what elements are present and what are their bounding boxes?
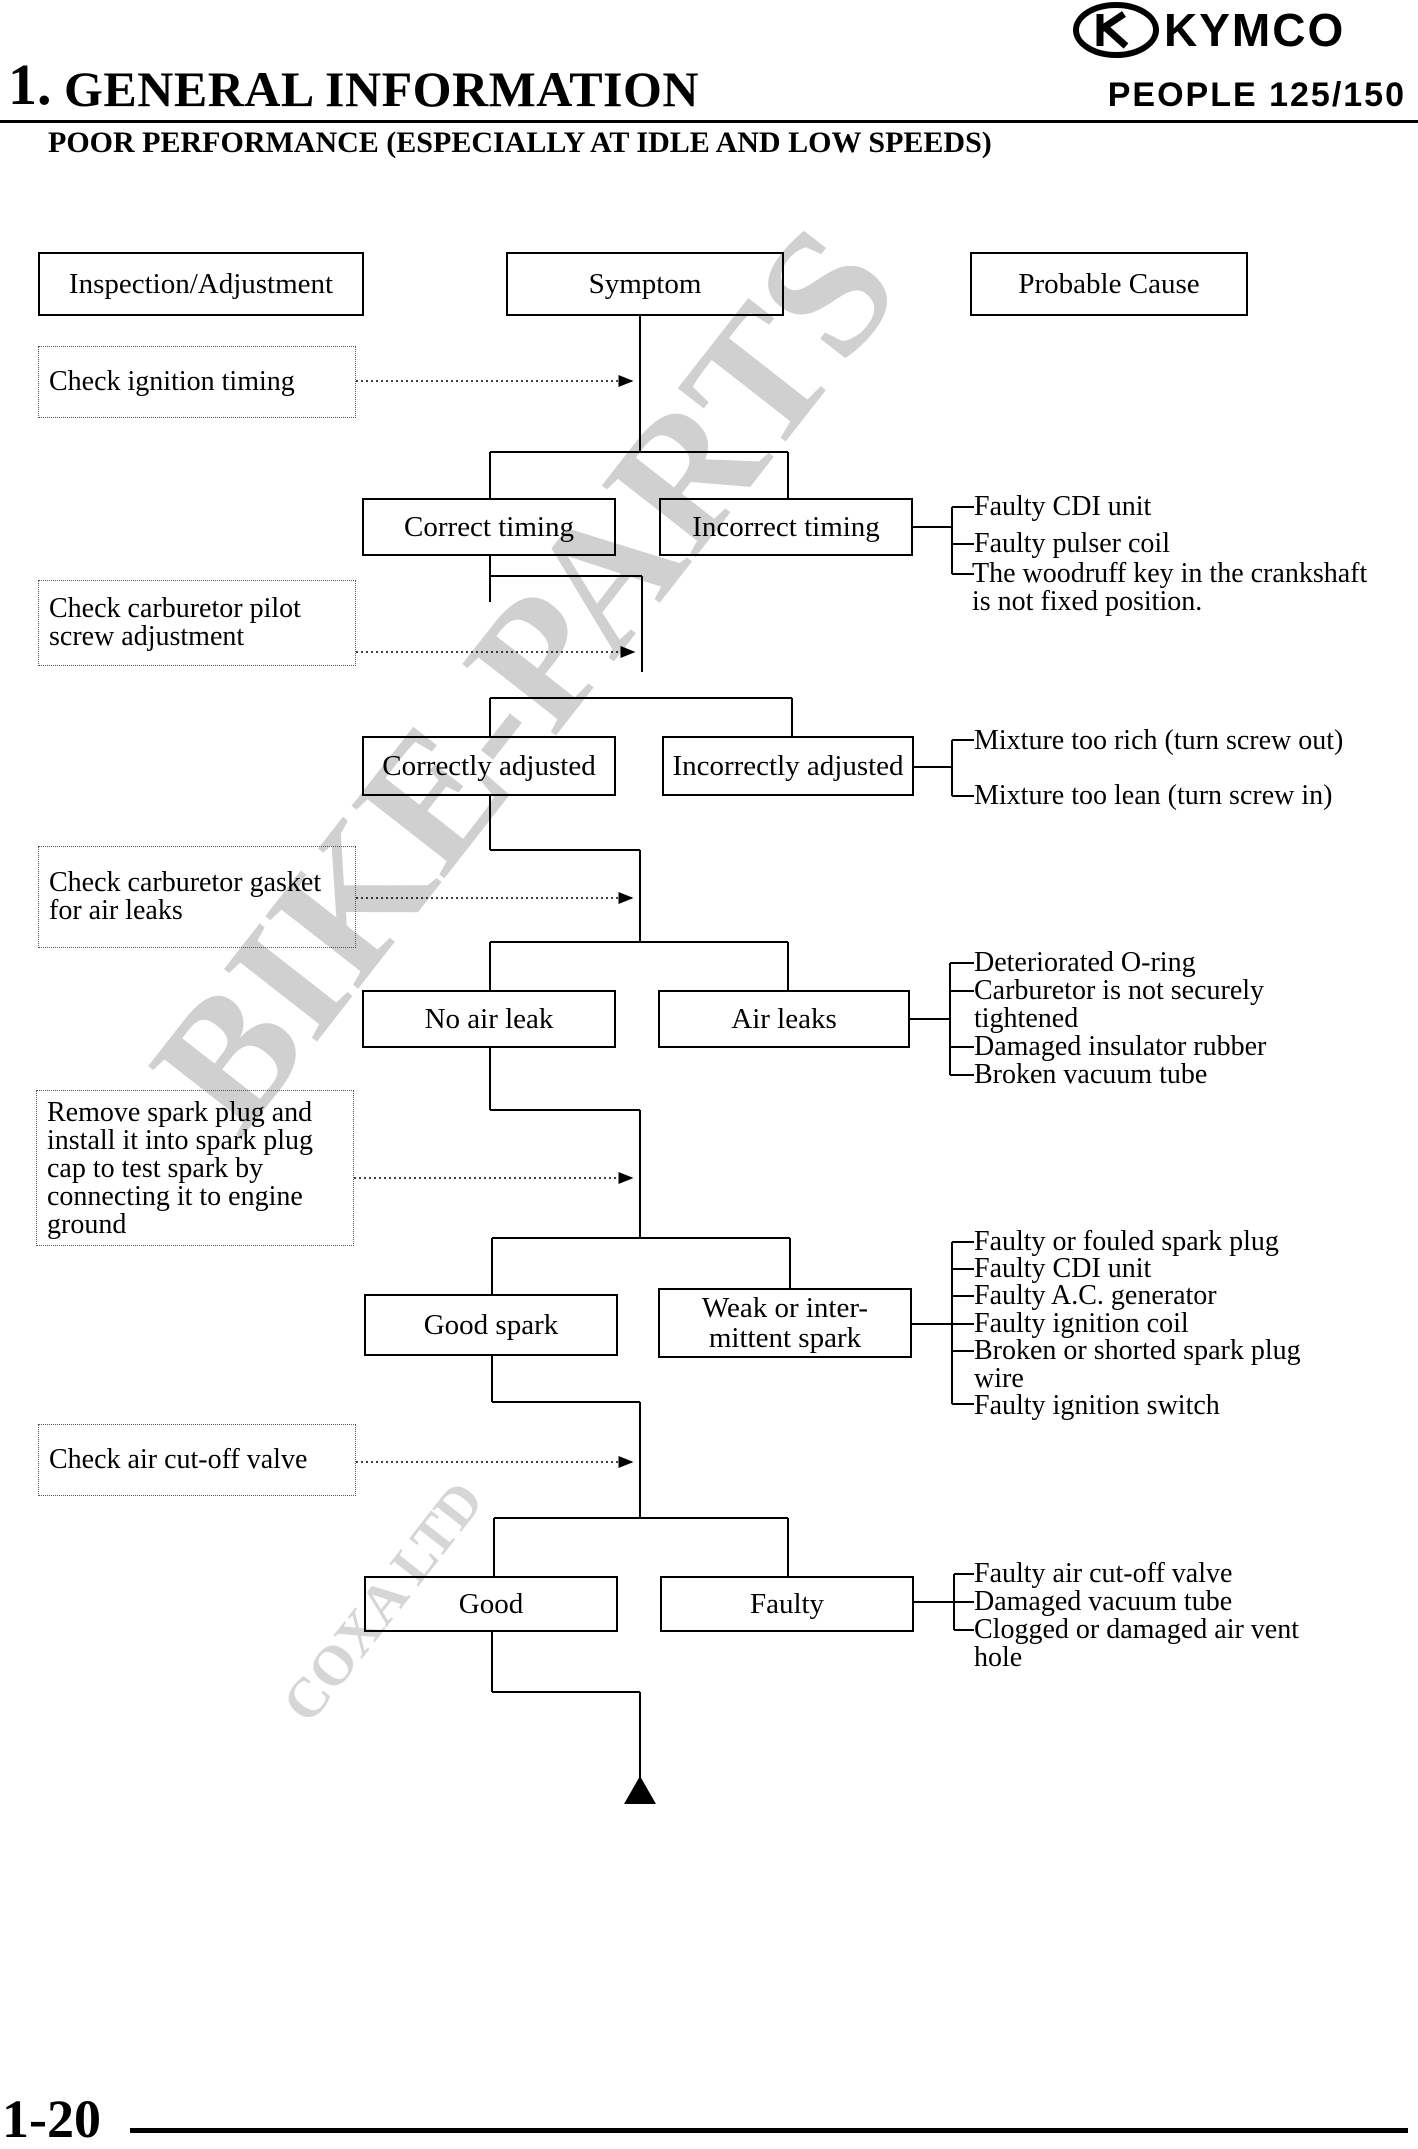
symptom-header: Symptom xyxy=(506,252,784,316)
bad-result-5: Faulty xyxy=(660,1576,914,1632)
kymco-logo: KYMCO xyxy=(1072,0,1412,60)
cause-2-2: Mixture too lean (turn screw in) xyxy=(974,780,1333,811)
cause-header: Probable Cause xyxy=(970,252,1248,316)
cause-1-2: Faulty pulser coil xyxy=(974,528,1170,559)
footer-rule xyxy=(130,2128,1408,2133)
ok-result-4: Good spark xyxy=(364,1294,618,1356)
cause-4-1: Faulty or fouled spark plug xyxy=(974,1226,1279,1257)
bad-result-4: Weak or inter- mittent spark xyxy=(658,1288,912,1358)
inspection-step-3: Check carburetor gasket for air leaks xyxy=(38,846,356,948)
cause-5-2: Damaged vacuum tube xyxy=(974,1586,1233,1617)
section-number: 1. xyxy=(8,52,52,117)
ok-result-1: Correct timing xyxy=(362,498,616,556)
header-rule xyxy=(0,120,1418,123)
inspection-header: Inspection/Adjustment xyxy=(38,252,364,316)
page-subtitle: POOR PERFORMANCE (ESPECIALLY AT IDLE AND… xyxy=(48,126,992,159)
ok-result-3: No air leak xyxy=(362,990,616,1048)
model-name: PEOPLE 125/150 xyxy=(1107,76,1406,114)
ok-result-5: Good xyxy=(364,1576,618,1632)
cause-4-4: Faulty ignition coil xyxy=(974,1308,1189,1339)
brand-name: KYMCO xyxy=(1164,4,1345,56)
cause-4-6: Faulty ignition switch xyxy=(974,1390,1220,1421)
ok-result-2: Correctly adjusted xyxy=(362,736,616,796)
inspection-step-2: Check carburetor pilot screw adjustment xyxy=(38,580,356,666)
inspection-step-1: Check ignition timing xyxy=(38,346,356,418)
cause-3-4: Broken vacuum tube xyxy=(974,1059,1208,1090)
inspection-step-5: Check air cut-off valve xyxy=(38,1424,356,1496)
page-number: 1-20 xyxy=(2,2089,101,2149)
end-arrow-icon xyxy=(624,1776,656,1804)
cause-4-5: Broken or shorted spark plug wire xyxy=(974,1335,1301,1394)
cause-1-3: The woodruff key in the crankshaft is no… xyxy=(972,558,1368,617)
inspection-step-4: Remove spark plug and install it into sp… xyxy=(36,1090,354,1246)
cause-4-3: Faulty A.C. generator xyxy=(974,1280,1217,1311)
bad-result-1: Incorrect timing xyxy=(659,498,913,556)
cause-3-1: Deteriorated O-ring xyxy=(974,947,1196,978)
cause-1-1: Faulty CDI unit xyxy=(974,491,1152,522)
cause-5-3: Clogged or damaged air vent hole xyxy=(974,1614,1300,1673)
cause-5-1: Faulty air cut-off valve xyxy=(974,1558,1233,1589)
bad-result-2: Incorrectly adjusted xyxy=(662,736,914,796)
cause-4-2: Faulty CDI unit xyxy=(974,1253,1152,1284)
bad-result-3: Air leaks xyxy=(658,990,910,1048)
section-title: GENERAL INFORMATION xyxy=(64,61,700,117)
cause-3-2: Carburetor is not securely tightened xyxy=(974,975,1265,1034)
cause-2-1: Mixture too rich (turn screw out) xyxy=(974,725,1344,756)
cause-3-3: Damaged insulator rubber xyxy=(974,1031,1267,1062)
